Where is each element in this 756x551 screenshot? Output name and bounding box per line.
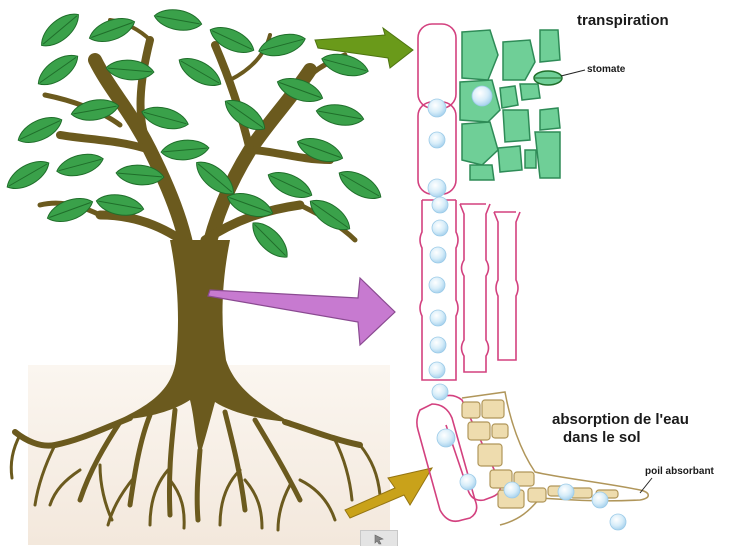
- water-droplet: [431, 196, 449, 214]
- leaf: [41, 13, 79, 47]
- water-droplet: [428, 131, 446, 149]
- leaf: [6, 161, 50, 189]
- water-droplet: [557, 483, 575, 501]
- leaf: [309, 199, 351, 231]
- leaf: [56, 153, 104, 177]
- leaf: [258, 33, 306, 57]
- leaf: [315, 104, 365, 126]
- water-droplet: [436, 428, 456, 448]
- leaf: [296, 137, 344, 163]
- stomate: [533, 69, 586, 86]
- leaf: [141, 106, 189, 130]
- water-droplet: [471, 85, 493, 107]
- absorption-label-line1: absorption de l'eau: [552, 411, 689, 428]
- water-droplet: [427, 98, 447, 118]
- water-droplet: [429, 246, 447, 264]
- root-hair-label: poil absorbant: [645, 466, 714, 477]
- root-hair-pointer: [639, 477, 653, 494]
- leaf: [224, 99, 266, 131]
- leaf: [115, 164, 165, 186]
- water-droplet: [429, 336, 447, 354]
- water-droplet: [503, 481, 521, 499]
- transpiration-label: transpiration: [577, 12, 669, 29]
- leaf: [321, 53, 369, 77]
- leaf: [178, 58, 222, 86]
- leaf: [338, 171, 382, 199]
- leaf: [153, 9, 203, 31]
- leaf: [70, 99, 120, 121]
- arrow-transpiration: [314, 26, 414, 69]
- tree-leaves: [6, 9, 382, 258]
- leaf: [88, 17, 136, 43]
- leaf: [276, 77, 324, 103]
- leaf-cells: [459, 29, 561, 181]
- leaf: [226, 192, 274, 218]
- xylem-vessels: [416, 23, 521, 523]
- arrow-stem-transport: [207, 276, 396, 347]
- leaf: [46, 197, 94, 223]
- water-droplets: [427, 85, 627, 531]
- leaf: [105, 59, 155, 81]
- arrow-absorption: [344, 467, 434, 519]
- water-droplet: [431, 383, 449, 401]
- stomate-pointer: [560, 69, 586, 77]
- tree-roots: [9, 407, 382, 532]
- leaf: [160, 139, 210, 161]
- leaf: [196, 161, 234, 195]
- water-droplet: [609, 513, 627, 531]
- cursor-icon[interactable]: [360, 530, 398, 546]
- leaf: [17, 117, 63, 143]
- leaf: [95, 194, 145, 216]
- water-droplet: [428, 276, 446, 294]
- leaf: [209, 27, 255, 53]
- leaf: [267, 172, 313, 198]
- water-droplet: [591, 491, 609, 509]
- water-droplet: [428, 361, 446, 379]
- leaf: [252, 222, 288, 258]
- water-droplet: [429, 309, 447, 327]
- water-droplet: [459, 473, 477, 491]
- leaf: [37, 54, 79, 86]
- stomate-label: stomate: [587, 64, 626, 75]
- tree-trunk: [118, 240, 290, 455]
- water-droplet: [431, 219, 449, 237]
- water-droplet: [427, 178, 447, 198]
- tree: [6, 9, 382, 532]
- absorption-label-line2: dans le sol: [563, 429, 641, 446]
